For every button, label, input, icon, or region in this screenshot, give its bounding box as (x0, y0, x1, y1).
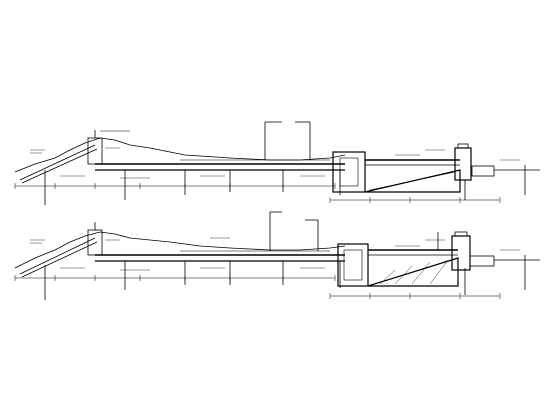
lower-basin-hatching (379, 259, 449, 285)
lower-right-outlet-box (469, 255, 495, 267)
lower-right-tower-cap (454, 231, 468, 237)
upper-pump-chamber (332, 151, 366, 193)
upper-right-tower-cap (457, 143, 469, 149)
lower-dimension-ticks-right (329, 293, 501, 299)
inclined-pipe-bottom (21, 148, 98, 184)
upper-dimension-ticks-right (329, 197, 501, 203)
terrain-profile-line-lower (14, 231, 346, 269)
lower-pump-chamber-inner (343, 249, 363, 281)
upper-annotation-marks (30, 147, 520, 179)
inclined-pipe-bottom-lower (21, 241, 98, 278)
upper-right-outlet-box (471, 165, 495, 177)
lower-annotation-marks (30, 237, 520, 271)
upper-dimension-ticks (14, 183, 336, 189)
upper-basin-inner-slope (369, 171, 456, 191)
upper-section-view (14, 121, 540, 205)
inclined-pipe-top (19, 144, 96, 181)
lower-section-view (14, 211, 540, 300)
upper-pump-chamber-inner (339, 157, 359, 187)
lower-dimension-ticks (14, 275, 336, 281)
inclined-pipe-top-lower (19, 237, 96, 275)
lower-pump-chamber (337, 243, 369, 287)
lower-sloped-basin (367, 257, 459, 287)
